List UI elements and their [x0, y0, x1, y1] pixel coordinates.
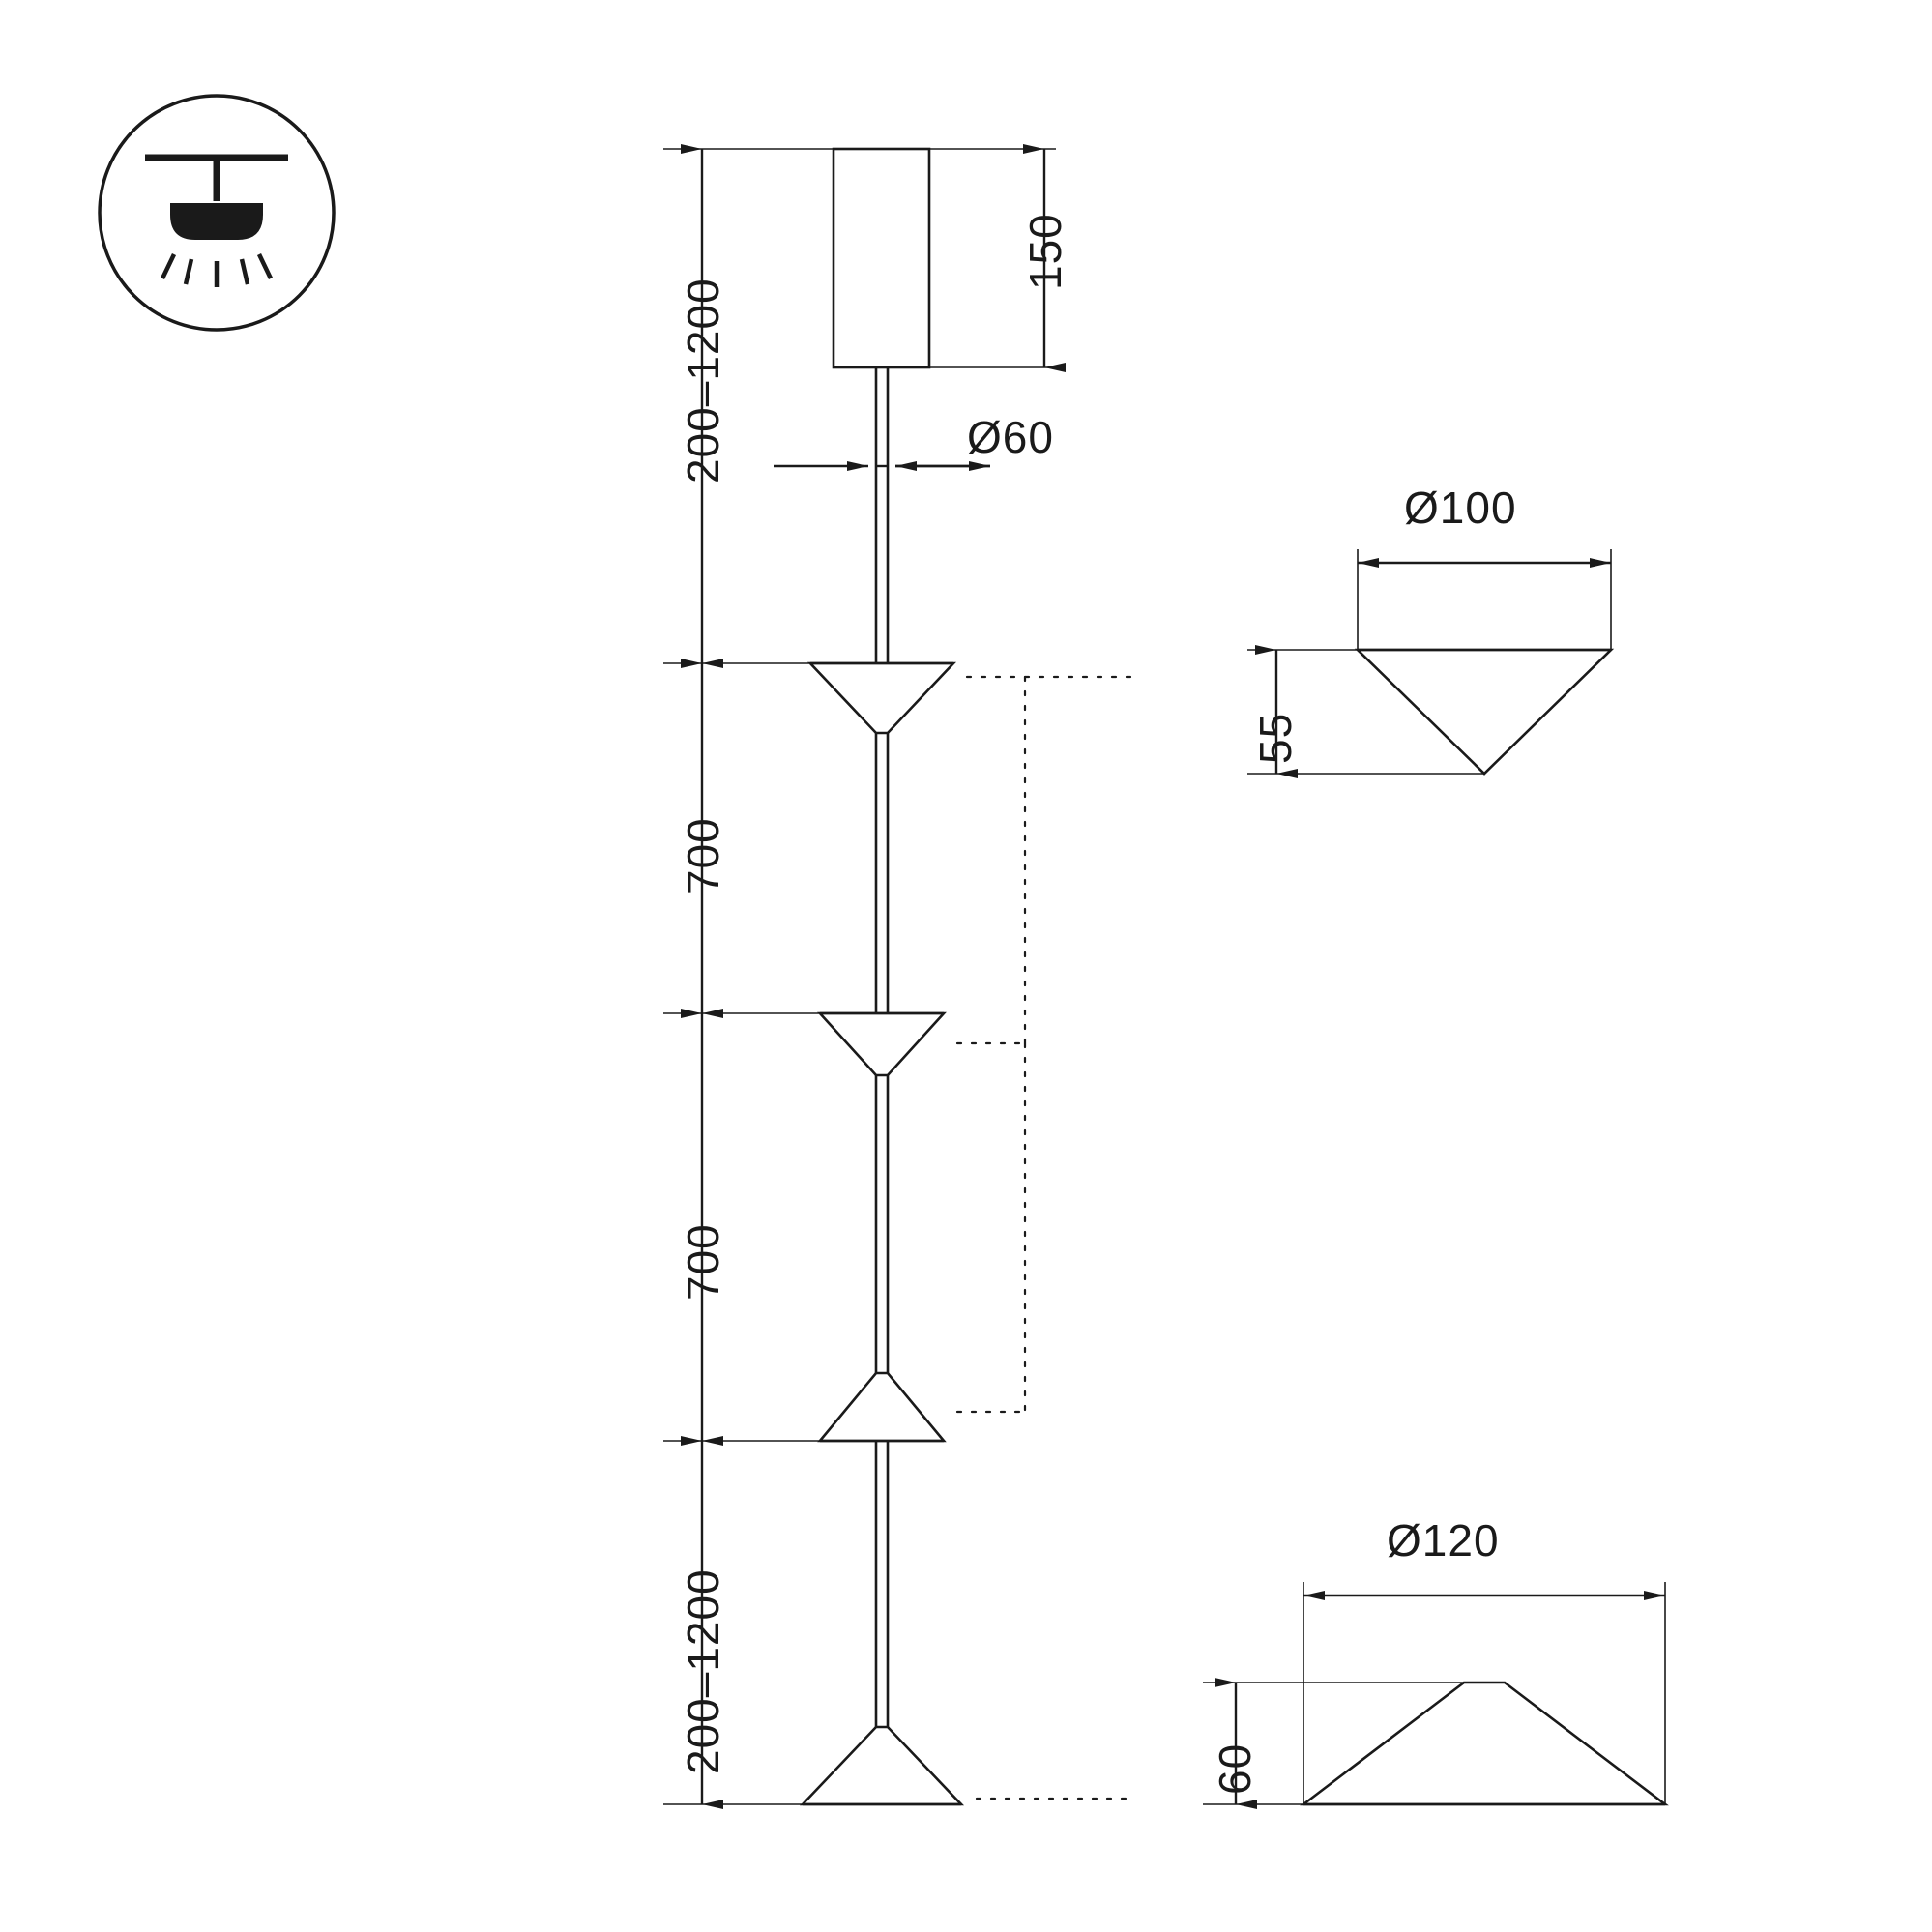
label-small-cone-diameter: Ø100 [1404, 483, 1517, 533]
label-rod-diameter: Ø60 [967, 412, 1054, 462]
label-small-cone-height: 55 [1250, 712, 1301, 764]
label-large-cone-diameter: Ø120 [1387, 1515, 1500, 1566]
canopy-box [832, 147, 931, 369]
label-module-height: 150 [1020, 213, 1070, 290]
large-cone-body [1300, 1681, 1669, 1806]
small-cone-body [1354, 648, 1615, 776]
ceiling-mount-downlight-icon [98, 94, 336, 332]
cone-2 [817, 1011, 947, 1077]
dimension-arrows-main [681, 144, 1066, 1809]
detail-large-cone [1203, 1582, 1669, 1809]
dimension-rod-diameter [774, 416, 990, 483]
dotted-leaders [955, 675, 1133, 1800]
label-suspension-bottom: 200–1200 [678, 1568, 728, 1774]
label-large-cone-height: 60 [1210, 1742, 1260, 1795]
main-elevation-drawing [799, 147, 965, 1806]
label-spacing-1: 700 [678, 817, 728, 894]
detail-small-cone [1247, 549, 1615, 778]
cone-1 [806, 661, 957, 735]
label-spacing-2: 700 [678, 1223, 728, 1301]
cone-4 [799, 1725, 965, 1806]
label-suspension-top: 200–1200 [678, 278, 728, 483]
cone-3 [817, 1371, 947, 1443]
